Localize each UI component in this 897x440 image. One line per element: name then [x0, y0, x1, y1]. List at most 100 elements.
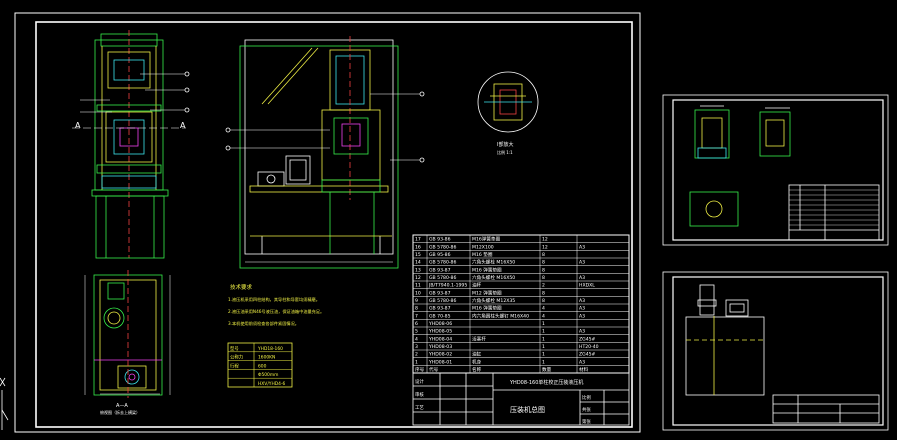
- bom-cell: YHD08-06: [428, 321, 452, 327]
- bom-cell: 1: [542, 359, 545, 365]
- bom-cell: 4: [542, 306, 545, 312]
- bom-cell: YHD08-03: [428, 344, 452, 350]
- bom-cell: HT20-40: [579, 344, 599, 350]
- note-2: 2.液压油采用N46号液压油，保证油箱中油量充足。: [228, 308, 324, 315]
- bom-cell: GB 93-86: [429, 237, 451, 243]
- bom-cell: YHD08-01: [428, 359, 452, 365]
- bom-cell: HXDXL: [579, 283, 595, 289]
- section-mark-left: A: [75, 121, 81, 130]
- spec-cell: 600: [258, 363, 267, 369]
- bom-cell: A3: [579, 313, 585, 319]
- title-drawing: 压装机总图: [510, 405, 545, 414]
- bom-cell: ZG45#: [579, 352, 596, 358]
- bom-cell: JB/T7940.1-1995: [428, 283, 467, 289]
- title-field-label: 设计: [415, 378, 424, 385]
- bom-cell: 14: [415, 260, 421, 266]
- bom-cell: 12: [542, 237, 548, 243]
- bom-cell: A3: [579, 275, 585, 281]
- bom-cell: 16: [415, 244, 421, 250]
- bom-cell: A3: [579, 244, 585, 250]
- bom-header-cell: 名称: [472, 366, 482, 373]
- bom-header-cell: 材料: [579, 366, 589, 373]
- bom-cell: 11: [415, 283, 421, 289]
- spec-cell: YHD18-160: [257, 346, 283, 352]
- bom-cell: GB 5780-86: [429, 244, 456, 250]
- spec-cell: Φ500mm: [258, 372, 278, 378]
- side-sheet-bottom: [662, 271, 889, 431]
- bom-cell: A3: [579, 298, 585, 304]
- bom-cell: M16 弹簧垫圈: [472, 305, 502, 312]
- bom-cell: 10: [415, 290, 421, 296]
- bom-cell: 5: [415, 329, 418, 335]
- view-note: 俯视图（拆去上横梁）: [100, 409, 140, 415]
- bom-cell: 6: [415, 321, 418, 327]
- title-field-label: 工艺: [415, 405, 424, 411]
- bom-header-cell: 代号: [429, 366, 439, 373]
- bom-cell: M16 垫圈: [472, 251, 493, 258]
- bom-cell: 1: [415, 359, 418, 365]
- bom-cell: M12X100: [472, 244, 494, 250]
- bom-cell: GB 70-85: [429, 313, 451, 319]
- spec-cell: 行程: [230, 362, 239, 369]
- detail-label: I部放大: [497, 141, 513, 148]
- bom-cell: M16弹簧垫圈: [472, 236, 501, 243]
- detail-view: [477, 71, 539, 133]
- bom-cell: 1: [542, 344, 545, 350]
- bom-cell: A3: [579, 359, 585, 365]
- bom-cell: GB 5780-86: [429, 298, 456, 304]
- main-sheet: [14, 12, 641, 433]
- bom-cell: GB 5780-86: [429, 260, 456, 266]
- bom-header-cell: 数量: [542, 366, 552, 373]
- bom-cell: A3: [579, 306, 585, 312]
- bom-cell: 2: [415, 352, 418, 358]
- bom-cell: YHD08-04: [428, 336, 452, 342]
- bom-cell: 2: [542, 283, 545, 289]
- bom-cell: 8: [415, 306, 418, 312]
- bom-cell: 1: [542, 321, 545, 327]
- bom-cell: 12: [542, 244, 548, 250]
- bom-cell: GB 93-87: [429, 290, 451, 296]
- bom-cell: A3: [579, 329, 585, 335]
- bom-cell: 8: [542, 298, 545, 304]
- title-field-label: 审核: [415, 391, 424, 398]
- bom-cell: 六角头螺栓 M16X50: [472, 259, 515, 266]
- section-mark-right: A: [180, 121, 186, 130]
- bom-cell: 内六角圆柱头螺钉 M16X40: [472, 312, 529, 319]
- bom-cell: 1: [542, 329, 545, 335]
- bom-cell: 8: [542, 267, 545, 273]
- main-sheet-inner-border: [35, 21, 633, 428]
- detail-scale: 比例 1:1: [497, 149, 513, 155]
- bom-cell: 12: [415, 275, 421, 281]
- spec-cell: 1600KN: [258, 355, 275, 361]
- bom-cell: 17: [415, 237, 421, 243]
- bom-cell: 六角头螺栓 M12X35: [472, 297, 515, 304]
- note-1: 1.液压机采用四柱结构，其导柱和导套均须精磨。: [228, 296, 320, 303]
- bom-cell: 油杯: [472, 282, 482, 289]
- bom-cell: 7: [415, 313, 418, 319]
- bom-cell: GB 93-87: [429, 306, 451, 312]
- bom-cell: GB 93-87: [429, 267, 451, 273]
- side-view: [225, 36, 425, 269]
- bom-cell: 六角头螺栓 M16X50: [472, 274, 515, 281]
- plan-view: [84, 270, 171, 398]
- title-product: YHD08-160单柱校正压装液压机: [509, 379, 583, 386]
- bom-cell: GB 95-86: [429, 252, 451, 258]
- spec-cell: HXV/YHD4-6: [258, 381, 286, 387]
- bom-cell: YHD08-02: [428, 352, 452, 358]
- title-block: [412, 372, 630, 426]
- title-field-label: 比例: [582, 394, 591, 401]
- bom-cell: 1: [542, 336, 545, 342]
- spec-cell: 公称力: [230, 354, 243, 361]
- bom-cell: YHD08-05: [428, 329, 452, 335]
- bom-cell: GB 5780-86: [429, 275, 456, 281]
- view-label: A—A: [116, 403, 128, 409]
- bom-cell: 8: [542, 290, 545, 296]
- bom-cell: 4: [415, 336, 418, 342]
- bom-header-cell: 序号: [415, 366, 425, 373]
- bom-cell: M12 弹簧垫圈: [472, 289, 502, 296]
- bom-cell: 13: [415, 267, 421, 273]
- main-sheet-outer-border: [14, 12, 641, 433]
- spec-cell: 型号: [230, 345, 239, 352]
